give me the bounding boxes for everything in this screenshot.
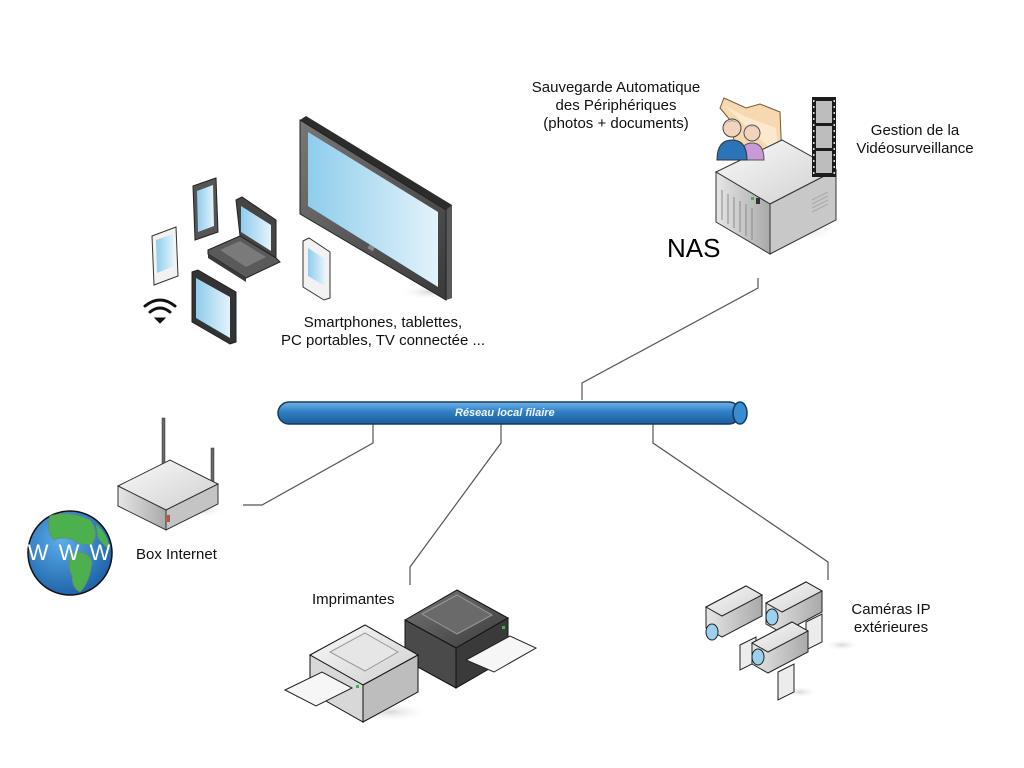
tablet-icon (192, 177, 219, 241)
tablet-icon (191, 269, 237, 345)
nas-label: NAS (667, 233, 721, 263)
box-internet-cluster: W W W (27, 417, 228, 596)
ip-cameras-cluster (704, 581, 860, 701)
tv-icon (299, 116, 460, 301)
connector-nas (581, 278, 759, 400)
users-icon (716, 118, 765, 161)
backup-label-line1: Sauvegarde Automatique (531, 79, 701, 96)
smartphone-icon (302, 237, 338, 301)
backup-label-line2: des Périphériques (555, 97, 677, 114)
printers-label: Imprimantes (312, 591, 395, 608)
film-strip-icon (812, 97, 836, 177)
ip-camera-icon (764, 581, 860, 651)
lan-bus-end-cap (732, 401, 748, 425)
cameras-label: Caméras IP extérieures (836, 601, 946, 637)
printer-icon (403, 589, 538, 689)
connectors (243, 278, 829, 585)
video-label: Gestion de la Vidéosurveillance (840, 122, 990, 158)
backup-label: Sauvegarde Automatique des Périphériques… (516, 79, 716, 133)
devices-label-line2: PC portables, TV connectée ... (280, 332, 485, 349)
cameras-label-line2: extérieures (853, 619, 929, 636)
smartphone-icon (151, 226, 179, 286)
globe-www-icon: W W W (27, 510, 113, 596)
ip-camera-icon (750, 621, 818, 701)
lan-backbone (277, 401, 748, 425)
cameras-label-line1: Caméras IP (851, 601, 931, 618)
devices-label-line1: Smartphones, tablettes, (303, 314, 463, 331)
laptop-icon (207, 196, 281, 282)
router-icon (116, 417, 228, 531)
wifi-icon (143, 298, 177, 324)
connector-printers (409, 424, 502, 585)
lan-backbone-label: Réseau local filaire (455, 407, 555, 419)
devices-cluster (143, 116, 460, 345)
devices-label: Smartphones, tablettes, PC portables, TV… (248, 314, 518, 350)
video-label-line2: Vidéosurveillance (856, 140, 974, 157)
backup-label-line3: (photos + documents) (543, 115, 689, 132)
video-label-line1: Gestion de la (870, 122, 960, 139)
connector-box (243, 424, 374, 506)
connector-cameras (652, 424, 829, 580)
ip-camera-icon (704, 585, 764, 671)
box-internet-label: Box Internet (136, 546, 217, 563)
globe-www-text: W W W (28, 540, 113, 565)
nas-cluster (714, 97, 840, 255)
nas-server-icon (714, 139, 840, 255)
printer-icon (283, 624, 430, 723)
printers-cluster (283, 589, 538, 723)
